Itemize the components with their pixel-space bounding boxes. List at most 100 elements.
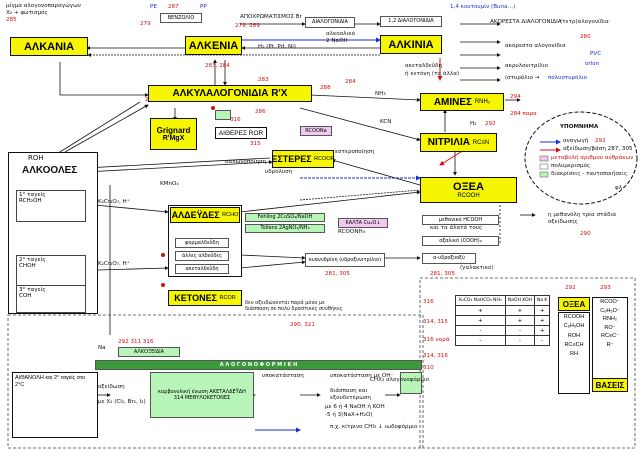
oxalic-acid-box: οξαλικό (COOH)₂ [422, 236, 499, 246]
amines-title: ΑΜΙΝΕΣ [433, 96, 473, 108]
reactivity-table: K₂CO₃ NaHCO₃ NH₃ NaOH KOH Na K + + + + +… [455, 295, 550, 346]
legend-title: ΥΠΟΜΝΗΜΑ [560, 124, 599, 130]
table-cell: - [455, 335, 506, 346]
col-metals: Na K [534, 295, 550, 306]
acid-item: RH [570, 351, 578, 358]
alkenes-box: ΑΛΚΕΝΙΑ [185, 36, 242, 55]
ref-285: 285 [6, 17, 17, 23]
base-item: R⁻ [606, 341, 614, 348]
esters-title: ΕΣΤΕΡΕΣ [271, 154, 312, 164]
ref-284: 284 [345, 79, 356, 85]
product-label: -5 ή 3(NaX+H₂O) [325, 412, 373, 418]
acids-table-box: ΟΞΕΑ [558, 297, 590, 311]
alkoxide-note: αλκοολικό [326, 31, 356, 37]
secondary-label: 2° ταγείς [19, 257, 46, 263]
ref-280: 280 [580, 34, 591, 40]
bases-column: RCOO⁻ C₆H₅O⁻ RNH₂ RO⁻ RC≡C⁻ R⁻ [592, 297, 628, 379]
styrene-note: (στυρόλιο → [505, 75, 540, 81]
table-cell: + [455, 315, 506, 326]
dichromate-label-2: K₂Cr₂O₇, H⁺ [98, 261, 130, 267]
unsaturated-dihalide-note: ΑΚΟΡΕΣΤΑ ΔΙΑΛΟΓΟΝΙΔΙΑ [490, 19, 562, 25]
formaldehyde-box: φορμαλδεΰδη [175, 238, 229, 248]
acids-box: ΟΞΕΑ RCOOH [420, 177, 517, 203]
table-cell: - [455, 325, 506, 336]
table-row-ref-2: 314, 315 [423, 319, 448, 325]
acetaldehyde-note: ακεταλδεΰδη [405, 63, 443, 69]
ether-box: ΑΙΘΕΡΕΣ ROR [215, 127, 267, 139]
base-item: RCOO⁻ [600, 299, 620, 305]
hydroxyacid-box: α-υδροξυοξύ [422, 253, 476, 264]
tetrahalide-note: (τετρ)αλογονίδια [560, 19, 609, 25]
primary-label: 1° ταγείς [19, 192, 46, 198]
hydrolysis-label: υδρόλυση [265, 169, 293, 175]
ref-292: 292 [485, 121, 496, 127]
polystyrene-label: πολυστυρόλιο [548, 75, 588, 81]
hydrogenation-note: H₂ (Pt, Pd, Ni) [258, 44, 296, 50]
ref-288: 288 [320, 85, 331, 91]
oxidation-label: οξείδωση [98, 384, 125, 390]
ketones-formula: RCOR [219, 295, 236, 301]
ketones-title: ΚΕΤΟΝΕΣ [174, 293, 218, 303]
table-cell: - [534, 335, 550, 346]
table-row-ref-4: 314, 316 [423, 353, 448, 359]
ref-292-311-316: 292 311 316 [118, 339, 154, 345]
grignard-box: Grignard R'MgX [150, 118, 197, 150]
haloform-header: Α Λ Ο Γ Ο Ν Ο Φ Ο Ρ Μ Ι Κ Η [95, 360, 422, 370]
formic-acid-box: μεθανικό HCOOH [422, 215, 499, 225]
nanh2-note: 2 NaOH [326, 38, 348, 44]
h2-label: H₂ [470, 121, 477, 127]
alcohols-title: ΑΛΚΟΟΛΕΣ [22, 165, 78, 176]
kcn-label: KCN [380, 119, 392, 125]
acid-item: ROH [567, 332, 581, 339]
table-cell: + [534, 325, 550, 336]
rcoona-box: RCOONa [300, 126, 332, 136]
salts-note: και τα άλατά τους [430, 225, 483, 231]
pvc-label: PVC [590, 51, 602, 57]
ref-279-289: 279, 289 [235, 23, 260, 29]
ref-281-305: 281, 305 [325, 271, 350, 277]
base-item: RNH₂ [602, 316, 618, 323]
permanganate-label: KMnO₄ [160, 181, 179, 187]
color-loss-note: ΑΠΟΧΡΩΜΑΤΙΣΜΟΣ Br [240, 14, 302, 20]
alkanes-box: ΑΛΚΑΝΙΑ [10, 37, 88, 56]
methanol-note: η μεθανόλη τρία στάδια οξείδωσης [548, 212, 617, 225]
col-hydroxides: NaOH KOH [504, 295, 536, 306]
ref-286: 286 [255, 109, 266, 115]
table-cell: + [455, 305, 506, 316]
fehling-box: Fehling 2CuSO₄/NaOH [245, 213, 325, 222]
halo-light-note: Χ₂ + φωτισμός [6, 10, 48, 16]
ketones-box: ΚΕΤΟΝΕΣ RCOR [168, 290, 242, 306]
split-label: διάσπαση και εξουδετέρωση [330, 388, 371, 401]
benzene-box: ΒΕΝΖΟΛΙΟ [160, 13, 202, 23]
ref-281-305-b: 281, 305 [430, 271, 455, 277]
lactic-label: (γαλακτικό) [460, 265, 494, 271]
alkynes-box: ΑΛΚΙΝΙΑ [380, 35, 442, 54]
haloform-result-box [400, 372, 422, 394]
aldehydes-formula: RCHO [222, 212, 239, 218]
ref-290: 290 [580, 231, 591, 237]
table-row: - - - [455, 335, 550, 346]
ref-290-321: 290, 321 [290, 322, 315, 328]
table-cell: + [504, 315, 536, 326]
legend-chain: μεταβολή αριθμού ανθράκων [551, 155, 634, 161]
legend-polymer: πολυμερισμός [551, 163, 591, 169]
aldehydes-box: ΑΛΔΕΫΔΕΣ RCHO [170, 207, 240, 223]
table-cell: + [534, 305, 550, 316]
legend-oxidation: οξείδωση/βάση 287, 305 [563, 146, 633, 152]
table-row-ref-5: 310 [423, 365, 434, 371]
base-item: RC≡C⁻ [600, 333, 620, 340]
esters-box: ΕΣΤΕΡΕΣ RCOOR [271, 150, 335, 168]
carbonyl-box: καρβονυλική ένωση ΑΚΕΤΑΛΔΕΫΔΗ 314 ΜΕΘΥΛΟ… [150, 372, 254, 418]
acids-column: RCOOH C₆H₅OH ROH RC≡CH RH [558, 312, 590, 394]
amines-box: ΑΜΙΝΕΣ RNH₂ [420, 93, 504, 111]
amines-formula: RNH₂ [474, 99, 491, 105]
table-row-ref-3: 316 ναρά [423, 337, 450, 343]
esters-formula: RCOOR [314, 156, 335, 162]
acrylonitrile-note: ακρυλονιτρίλιο [505, 63, 548, 69]
acid-item: C₆H₅OH [563, 323, 585, 330]
dichromate-label: K₂Cr₂O₇, H⁺ [98, 199, 130, 205]
label-pe: PE [150, 4, 157, 10]
table-row: + + + [455, 305, 550, 316]
nitriles-title: ΝΙΤΡΙΛΙΑ [427, 137, 470, 148]
